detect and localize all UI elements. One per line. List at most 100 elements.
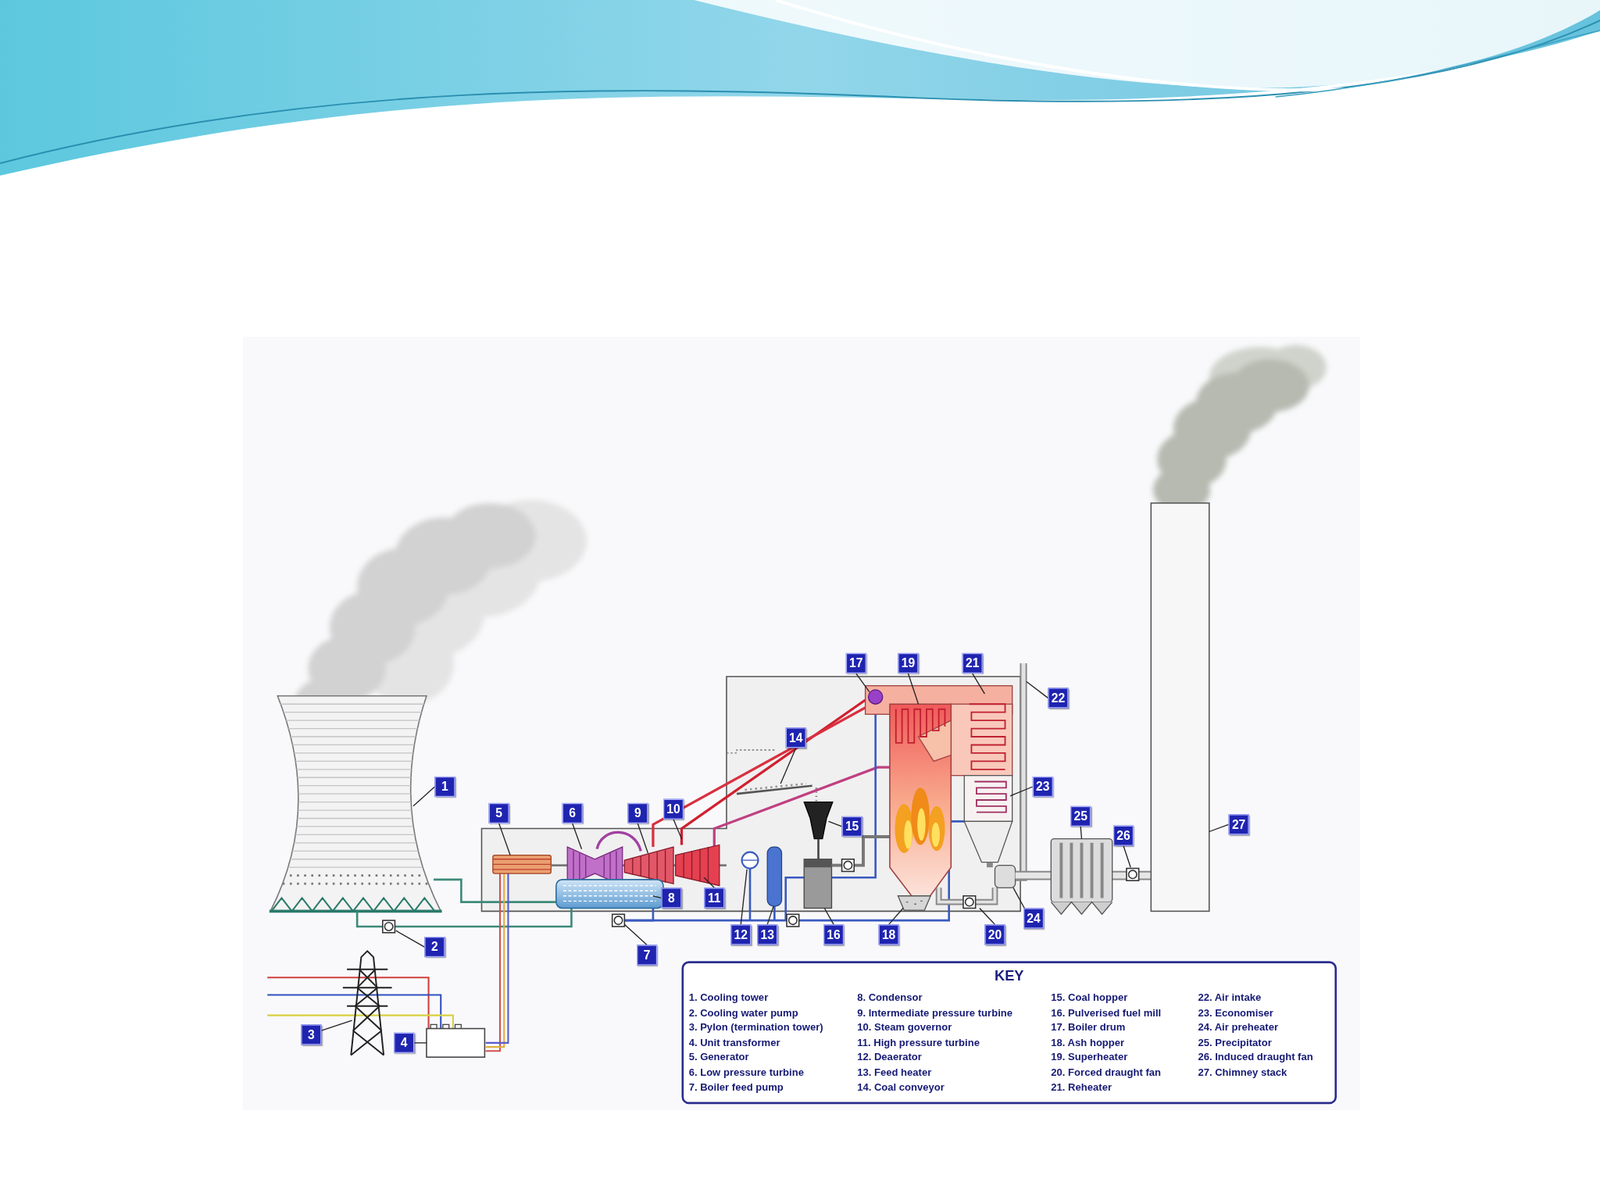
deaerator [742, 852, 759, 869]
callout-number: 8 [667, 892, 675, 905]
flames [928, 806, 946, 851]
callout-number: 23 [1035, 780, 1050, 793]
callout-box: 10 [663, 799, 684, 820]
condenser [556, 879, 664, 909]
unit-transformer [426, 1024, 485, 1058]
economiser [974, 781, 1006, 812]
callout-number: 24 [1026, 912, 1040, 925]
key-box: KEY1. Cooling tower2. Cooling water pump… [681, 960, 1337, 1104]
flames [894, 787, 945, 854]
intermediate-pressure-turbine [632, 850, 666, 883]
coal-hopper [803, 802, 833, 840]
precipitator [1050, 839, 1112, 915]
unit-transformer [426, 1028, 485, 1058]
air-ducts [939, 663, 1024, 903]
leader-line [414, 1042, 427, 1043]
key-entry: 14. Coal conveyor [857, 1081, 945, 1094]
callout-box: 12 [730, 924, 751, 945]
leader-line [572, 823, 583, 850]
key-entry: 18. Ash hopper [1050, 1036, 1125, 1050]
chimney-smoke [1153, 359, 1310, 513]
superheater [896, 709, 946, 743]
leader-line [979, 907, 996, 925]
callout-box: 15 [842, 816, 863, 837]
leader-line [828, 821, 843, 827]
callout-box: 21 [962, 653, 983, 674]
high-pressure-turbine [675, 844, 720, 886]
key-entry: 24. Air preheater [1197, 1021, 1279, 1035]
economiser [974, 781, 1006, 812]
callout-number: 12 [734, 928, 748, 942]
cooling-tower [265, 703, 450, 884]
callout-box: 7 [636, 944, 658, 965]
pump-symbol [842, 859, 855, 872]
header-wave [0, 20, 1600, 164]
header-wave [775, 0, 1409, 90]
key-entry: 8. Condensor [857, 992, 922, 1005]
coal-conveyor [736, 785, 813, 794]
cooling-tower [265, 703, 450, 868]
callout-number: 25 [1073, 810, 1087, 823]
callout-box: 5 [489, 803, 510, 824]
key-entry: 16. Pulverised fuel mill [1050, 1007, 1161, 1020]
boiler [964, 775, 1012, 822]
coal-conveyor [744, 783, 806, 790]
leader-line [780, 747, 797, 784]
key-entry: 20. Forced draught fan [1050, 1066, 1161, 1079]
pump-symbol [789, 916, 797, 925]
callout-number: 6 [568, 807, 576, 820]
callout-box: 16 [823, 924, 844, 945]
callout-box: 4 [393, 1032, 415, 1054]
callout-box: 3 [300, 1024, 322, 1045]
pylon [342, 969, 393, 1007]
cooling-tower [275, 875, 440, 884]
key-entry: 3. Pylon (termination tower) [689, 1021, 824, 1035]
callout-number: 14 [789, 731, 803, 744]
callout-number: 3 [307, 1028, 315, 1042]
generator-cables [485, 873, 505, 1047]
condenser [563, 885, 657, 902]
callout-box: 18 [878, 924, 900, 945]
key-entry: 12. Deaerator [857, 1051, 922, 1065]
coal-hopper [803, 802, 833, 860]
leader-line [889, 907, 904, 925]
key-entry: 22. Air intake [1197, 992, 1261, 1005]
intermediate-pressure-turbine [624, 846, 674, 884]
header-wave [693, 0, 1600, 89]
leader-line [1080, 826, 1082, 840]
precipitator [1050, 902, 1112, 915]
callout-number: 22 [1051, 692, 1065, 705]
cooling-water-pipes [433, 879, 557, 903]
callout-box: 20 [984, 924, 1005, 945]
transmission-lines [267, 977, 429, 1029]
cooling-water-pipes [394, 907, 572, 927]
key-entry: 6. Low pressure turbine [689, 1066, 804, 1079]
key-entry: 11. High pressure turbine [857, 1036, 980, 1050]
callout-number: 2 [431, 940, 439, 954]
boiler [918, 720, 952, 761]
leader-line [856, 673, 870, 693]
callout-box: 14 [785, 727, 807, 748]
header-wave [0, 0, 1600, 176]
callout-number: 20 [988, 928, 1002, 942]
cooling-water-pipes [357, 879, 572, 927]
pulverised-fuel-mill [803, 859, 832, 909]
generator-cables [485, 873, 509, 1043]
reheater [969, 703, 1006, 770]
key-entry: 23. Economiser [1197, 1007, 1274, 1020]
coal-conveyor [726, 750, 776, 754]
pump-symbol [1126, 868, 1140, 882]
callout-number: 4 [400, 1036, 408, 1050]
leader-line [1026, 681, 1048, 698]
key-entry: 26. Induced draught fan [1197, 1051, 1313, 1065]
fuel-pipe [831, 864, 842, 868]
leader-line [673, 819, 682, 840]
cooling-water-pipes [357, 910, 383, 927]
leader-line [972, 673, 986, 694]
generator-cables [485, 873, 509, 1051]
feed-heater [767, 846, 782, 907]
callout-box: 8 [660, 887, 682, 908]
key-entry: 1. Cooling tower [689, 992, 769, 1005]
pump-symbol [963, 896, 976, 909]
